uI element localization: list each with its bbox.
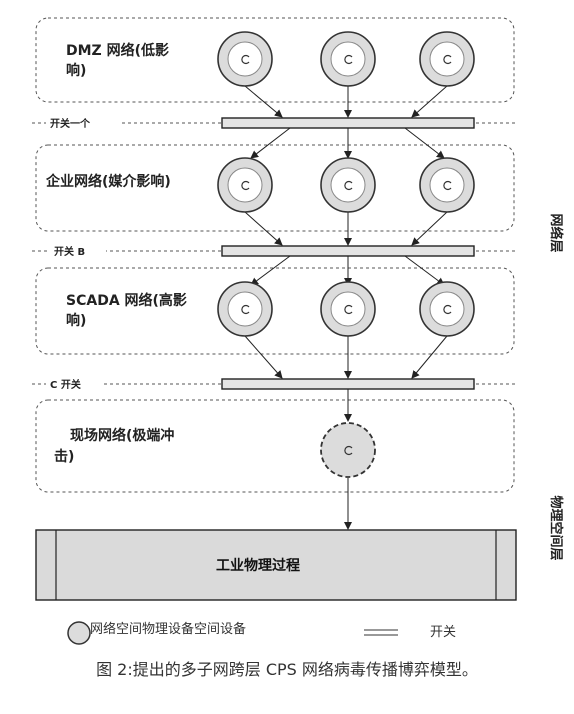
arrow-b-to-scada-3 [404, 255, 445, 286]
arrow-scada-3 [411, 335, 448, 379]
process-label: 工业物理过程 [216, 557, 300, 574]
node-scada-1 [217, 281, 273, 337]
zone-label-field-line1: 现场网络(极端冲 [70, 427, 174, 444]
switch-label-bg-a [46, 116, 122, 130]
zone-label-enterprise-line1: 企业网络(媒介影响) [45, 173, 171, 190]
arrow-enterprise-3 [411, 211, 448, 246]
legend-switch-swatch [364, 629, 398, 636]
switch-label-a: 开关一个 [50, 117, 91, 130]
zone-enterprise [35, 144, 515, 232]
node-dmz-1 [217, 31, 273, 87]
cycle-icon [344, 304, 353, 315]
node-dmz-3 [419, 31, 475, 87]
switch-label-bg-c [46, 377, 102, 391]
switch-bar-b [221, 245, 475, 257]
legend-node-label: 网络空间物理设备空间设备 [90, 621, 246, 637]
side-label-network-layer: 网络层 [548, 213, 564, 252]
cycle-icon [241, 54, 250, 65]
node-scada-2 [320, 281, 376, 337]
zone-label-scada: SCADA 网络(高影 响) [66, 292, 192, 329]
node-field-1 [320, 422, 376, 478]
arrow-scada-1 [244, 335, 283, 379]
cycle-icon [241, 180, 250, 191]
zone-label-scada-line1: SCADA 网络(高影 [66, 292, 187, 309]
node-enterprise-3 [419, 157, 475, 213]
arrow-dmz-1 [244, 85, 283, 118]
arrow-dmz-3 [411, 85, 448, 118]
arrow-a-to-enterprise-1 [250, 127, 291, 159]
node-dmz-2 [320, 31, 376, 87]
arrow-b-to-scada-1 [250, 255, 291, 286]
switch-label-bg-b [50, 244, 106, 258]
process-box [35, 529, 517, 601]
zone-label-dmz-line2: 响) [66, 62, 86, 79]
zone-label-dmz: DMZ 网络(低影 响) [66, 42, 174, 79]
legend-switch-label: 开关 [430, 625, 456, 640]
zone-label-field-line2: 击) [54, 448, 74, 465]
cycle-icon [443, 304, 452, 315]
node-enterprise-2 [320, 157, 376, 213]
cycle-icon [344, 54, 353, 65]
switch-label-b: 开关 B [54, 245, 85, 258]
arrow-enterprise-1 [244, 211, 283, 246]
zone-label-scada-line2: 响) [66, 312, 86, 329]
cycle-icon [443, 54, 452, 65]
zone-label-field: 现场网络(极端冲 击) [54, 427, 179, 465]
node-scada-3 [419, 281, 475, 337]
zone-label-enterprise: 企业网络(媒介影响) [45, 173, 171, 190]
switch-bar-c [221, 378, 475, 390]
zone-label-dmz-line1: DMZ 网络(低影 [66, 42, 169, 59]
cps-diagram: DMZ 网络(低影 响) 企业网络(媒介影响) SCADA 网络(高影 响) 现… [32, 17, 564, 645]
zone-field [35, 399, 515, 493]
switch-bar-a [221, 117, 475, 129]
cycle-icon [344, 445, 353, 456]
node-enterprise-1 [217, 157, 273, 213]
cycle-icon [241, 304, 250, 315]
legend-node-swatch [67, 621, 91, 645]
cycle-icon [443, 180, 452, 191]
switch-label-c: C 开关 [50, 378, 81, 391]
side-label-physical-layer: 物理空间层 [548, 495, 564, 560]
figure-caption: 图 2:提出的多子网跨层 CPS 网络病毒传播博弈模型。 [96, 660, 478, 679]
zone-scada [35, 267, 515, 355]
cycle-icon [344, 180, 353, 191]
arrow-a-to-enterprise-3 [404, 127, 445, 159]
